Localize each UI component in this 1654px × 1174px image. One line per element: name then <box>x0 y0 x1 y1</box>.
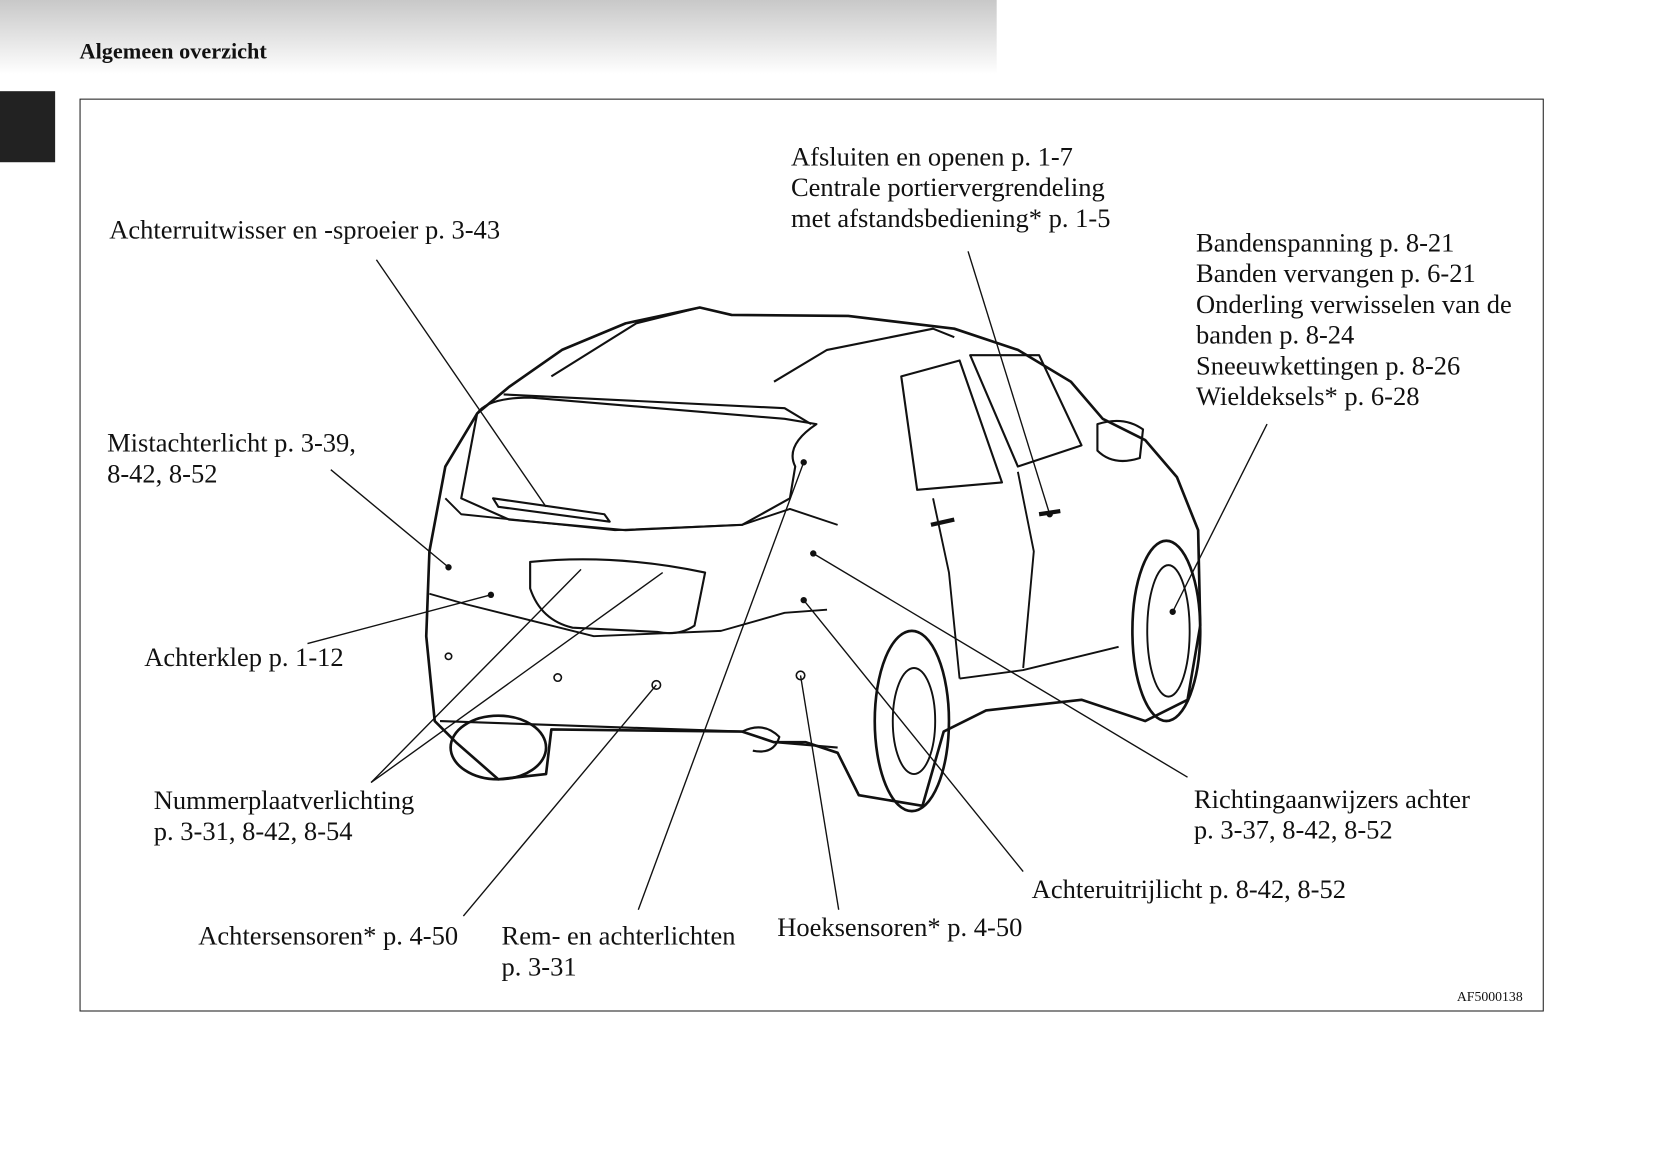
rear-left-wheel <box>449 714 548 781</box>
rear-window <box>460 396 818 532</box>
spoiler <box>503 393 812 426</box>
sensor-mid <box>553 673 563 683</box>
leader-plate-1 <box>370 568 582 783</box>
side-window-rear <box>969 354 1083 468</box>
leader-brake <box>637 462 805 910</box>
rear-door-line <box>932 471 1035 679</box>
section-tab <box>0 91 56 163</box>
label-line: banden p. 8-24 <box>1196 321 1355 350</box>
front-right-wheel <box>1131 539 1202 723</box>
label-line: Onderling verwisselen van de <box>1196 290 1512 320</box>
leader-plate-2 <box>370 572 664 784</box>
label-line: Sneeuwkettingen p. 8-26 <box>1196 352 1461 381</box>
label-lock: Afsluiten en openen p. 1-7 Centrale port… <box>791 142 1110 234</box>
sensor-center <box>651 679 662 690</box>
plate-recess <box>529 558 707 635</box>
label-line: Centrale portiervergrendeling <box>790 173 1105 203</box>
leader-fog <box>330 469 449 568</box>
header-band <box>0 0 997 75</box>
car-body-outline <box>424 306 1202 808</box>
leader-lock <box>967 251 1051 515</box>
tailgate-edge <box>444 497 838 532</box>
bumper-bottom <box>439 719 838 749</box>
label-fog: Mistachterlicht p. 3-39, 8-42, 8-52 <box>107 428 356 489</box>
side-window-front <box>900 359 1004 491</box>
leader-corner-sensors <box>799 675 840 910</box>
label-rear-sensors: Achtersensoren* p. 4-50 <box>198 922 459 952</box>
figure-code: AF5000138 <box>1456 988 1523 1005</box>
leader-reverse <box>803 599 1024 872</box>
leader-turn <box>812 552 1188 778</box>
label-line: Banden vervangen p. 6-21 <box>1196 259 1476 289</box>
leader-rear-sensors <box>462 684 657 917</box>
rear-right-wheel <box>873 629 951 813</box>
label-line: met afstandsbediening* p. 1-5 <box>790 204 1111 234</box>
label-line: Richtingaanwijzers achter <box>1193 785 1470 815</box>
mirror <box>1096 419 1145 463</box>
leader-tailgate <box>307 594 492 645</box>
label-line: p. 3-31, 8-42, 8-54 <box>153 817 353 847</box>
roof-rail-left <box>550 306 701 378</box>
figure-frame <box>79 98 1544 1012</box>
label-line: Rem- en achterlichten <box>501 922 736 952</box>
roof-rail-right <box>773 327 955 383</box>
label-line: 8-42, 8-52 <box>107 460 218 489</box>
rear-right-hub <box>891 667 937 775</box>
label-brake: Rem- en achterlichten p. 3-31 <box>502 921 736 982</box>
wiper <box>491 497 611 523</box>
label-line: Mistachterlicht p. 3-39, <box>107 429 356 459</box>
label-plate: Nummerplaatverlichting p. 3-31, 8-42, 8-… <box>154 786 415 847</box>
leader-tyres <box>1172 423 1268 613</box>
side-skirt <box>959 645 1119 680</box>
label-tailgate: Achterklep p. 1-12 <box>144 643 344 673</box>
label-line: Afsluiten en openen p. 1-7 <box>790 143 1073 172</box>
label-tyres: Bandenspanning p. 8-21 Banden vervangen … <box>1196 228 1512 412</box>
leader-wiper <box>375 259 547 508</box>
label-wiper: Achterruitwisser en -sproeier p. 3-43 <box>109 216 501 245</box>
label-reverse: Achteruitrijlicht p. 8-42, 8-52 <box>1031 875 1347 905</box>
label-line: p. 3-37, 8-42, 8-52 <box>1193 816 1393 846</box>
label-line: p. 3-31 <box>501 953 577 982</box>
page-title: Algemeen overzicht <box>79 38 267 64</box>
leader-lines <box>307 251 1268 917</box>
exhaust <box>741 726 781 753</box>
door-handle-front <box>930 517 955 527</box>
label-corner-sensors: Hoeksensoren* p. 4-50 <box>777 913 1023 943</box>
front-right-hub <box>1146 564 1191 698</box>
sensor-left <box>444 652 453 661</box>
leader-dots <box>445 459 1176 615</box>
label-line: Bandenspanning p. 8-21 <box>1196 229 1455 258</box>
label-turn: Richtingaanwijzers achter p. 3-37, 8-42,… <box>1194 785 1470 846</box>
label-line: Nummerplaatverlichting <box>153 786 415 816</box>
label-line: Wieldeksels* p. 6-28 <box>1196 382 1420 412</box>
